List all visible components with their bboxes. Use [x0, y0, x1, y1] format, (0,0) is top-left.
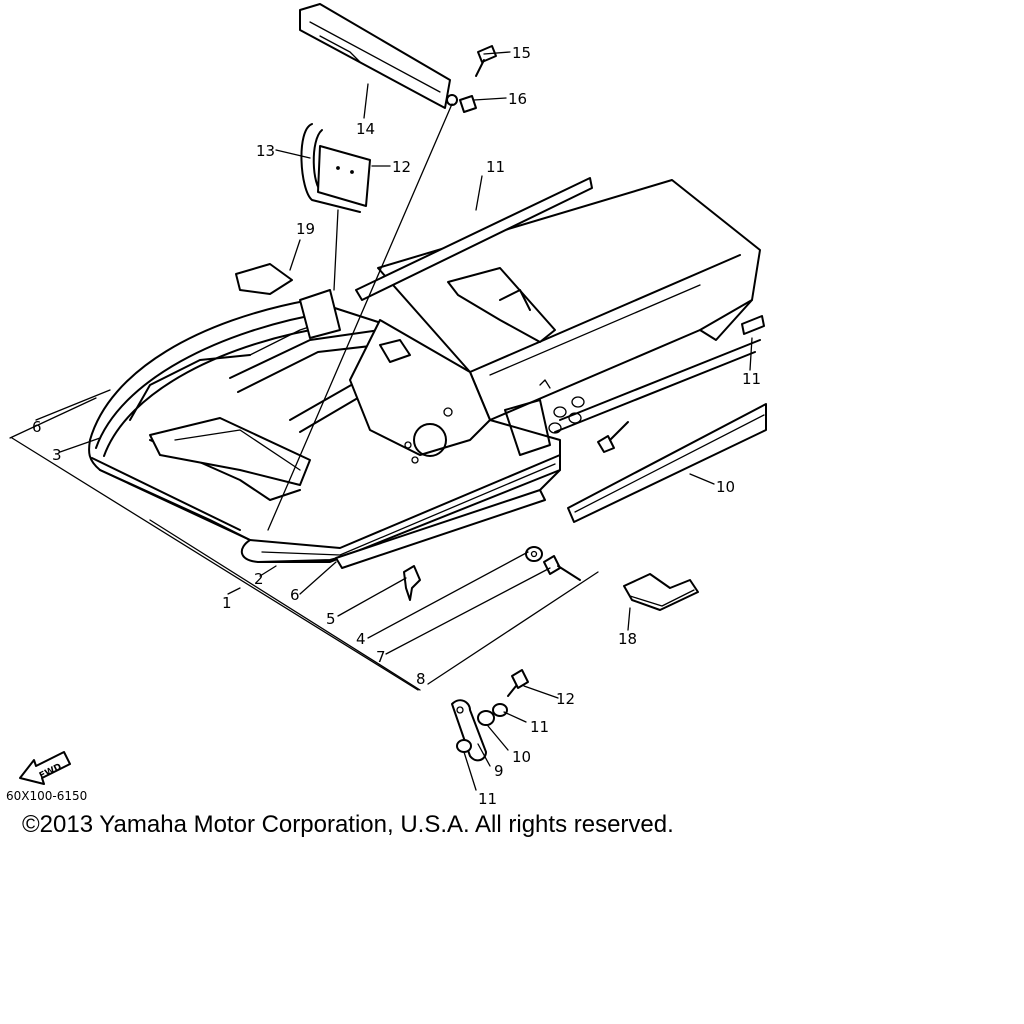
- label-11-lower: 11: [478, 790, 497, 808]
- label-14: 13: [256, 142, 275, 160]
- part-4-washer: [525, 546, 543, 562]
- label-5: 5: [326, 610, 336, 628]
- label-4: 4: [356, 630, 366, 648]
- label-12: 12: [556, 690, 575, 708]
- part-6-strip: [335, 489, 546, 569]
- part-20-nut: [459, 95, 477, 113]
- label-6-left: 6: [32, 418, 42, 436]
- part-number-labels: 15 16 14 13 12 11 19 11 10 18 12 11 10 9…: [32, 44, 761, 808]
- label-16: 11: [486, 158, 505, 176]
- forward-arrow-icon: FWD: [19, 751, 71, 785]
- drawing-code: 60X100-6150: [6, 789, 87, 803]
- side-screw: [597, 421, 629, 453]
- label-21: 18: [618, 630, 637, 648]
- label-17: 11: [742, 370, 761, 388]
- label-2: 2: [254, 570, 264, 588]
- label-1: 1: [222, 594, 232, 612]
- label-20: 16: [508, 90, 527, 108]
- frame-assembly: [88, 179, 761, 563]
- label-15: 10: [716, 478, 735, 496]
- label-7: 7: [376, 648, 386, 666]
- label-6-lower: 6: [290, 586, 300, 604]
- label-8: 8: [416, 670, 426, 688]
- part-12-bolt: [507, 669, 529, 697]
- part-5-clip: [403, 565, 421, 601]
- part-11-washer: [456, 703, 508, 753]
- label-22: 19: [296, 220, 315, 238]
- leader-lines: [9, 51, 753, 791]
- label-9: 9: [494, 762, 504, 780]
- part-10-collar: [477, 710, 495, 726]
- label-10: 10: [512, 748, 531, 766]
- label-13: 12: [392, 158, 411, 176]
- part-15-rail: [567, 403, 767, 523]
- label-11-upper: 11: [530, 718, 549, 736]
- label-18: 14: [356, 120, 375, 138]
- copyright-notice: ©2013 Yamaha Motor Corporation, U.S.A. A…: [22, 811, 674, 838]
- part-17-emblem: [741, 315, 765, 335]
- part-18-cover: [299, 3, 451, 109]
- part-13-pad: [317, 145, 371, 207]
- part-9-plate: [451, 699, 487, 762]
- part-16-trim: [355, 177, 593, 301]
- part-22-bracket: [235, 263, 293, 295]
- label-3: 3: [52, 446, 62, 464]
- label-19: 15: [512, 44, 531, 62]
- part-21-plate: [623, 573, 699, 611]
- part-19-bolt: [475, 45, 497, 77]
